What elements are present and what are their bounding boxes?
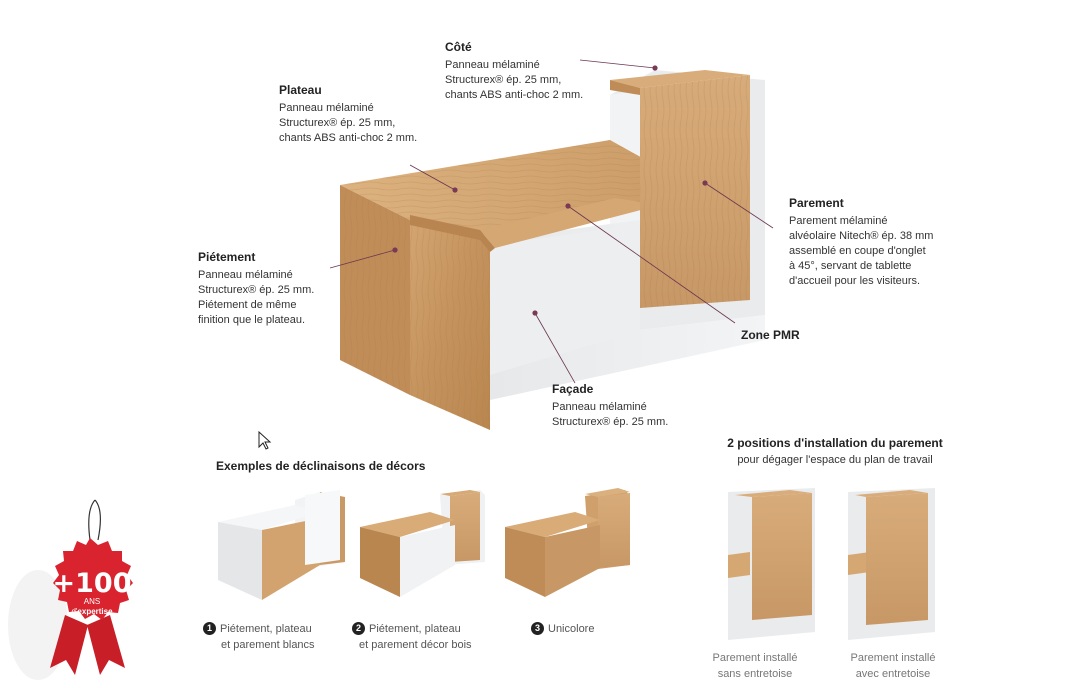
label-parement: Parement Parement mélaminé alvéolaire Ni… <box>789 196 933 289</box>
label-line: Panneau mélaminé <box>552 401 647 413</box>
caption-line: et parement blancs <box>221 639 315 651</box>
label-line: chants ABS anti-choc 2 mm. <box>279 132 418 144</box>
caption-line: et parement décor bois <box>359 639 472 651</box>
decor-caption-2: 2 Piétement, plateau et parement décor bo… <box>352 621 472 653</box>
badge-rosette <box>53 538 133 620</box>
positions-section-subtitle: pour dégager l'espace du plan de travail <box>737 454 933 466</box>
position-caption-2: Parement installé avec entretoise <box>838 650 948 682</box>
label-facade-body: Panneau mélaminé Structurex® ép. 25 mm. <box>552 400 668 430</box>
positions-section-title: 2 positions d'installation du parement <box>727 436 943 450</box>
label-plateau-body: Panneau mélaminé Structurex® ép. 25 mm, … <box>279 101 417 146</box>
label-line: Parement mélaminé <box>789 215 888 227</box>
label-line: Structurex® ép. 25 mm, <box>279 117 396 129</box>
main-desk-illustration <box>340 70 765 430</box>
position-without-spacer <box>728 488 815 640</box>
label-line: Structurex® ép. 25 mm. <box>552 416 669 428</box>
label-line: Panneau mélaminé <box>279 102 374 114</box>
decor-example-unicolor <box>505 488 630 597</box>
decor-example-white <box>218 490 345 600</box>
label-line: alvéolaire Nitech® ép. 38 mm <box>789 230 934 242</box>
label-cote: Côté Panneau mélaminé Structurex® ép. 25… <box>445 40 583 103</box>
label-line: chants ABS anti-choc 2 mm. <box>445 89 584 101</box>
decor-number-2: 2 <box>352 622 365 635</box>
caption-line: sans entretoise <box>717 668 793 680</box>
caption-line: Piétement, plateau <box>369 623 461 635</box>
label-parement-body: Parement mélaminé alvéolaire Nitech® ép.… <box>789 214 933 289</box>
caption-line: Parement installé <box>712 652 798 664</box>
label-line: Structurex® ép. 25 mm. <box>198 284 315 296</box>
label-plateau-title: Plateau <box>279 83 322 97</box>
caption-line: Unicolore <box>548 623 595 635</box>
label-line: Piétement de même <box>198 299 297 311</box>
label-line: assemblé en coupe d'onglet <box>789 245 926 257</box>
label-cote-body: Panneau mélaminé Structurex® ép. 25 mm, … <box>445 58 583 103</box>
label-line: finition que le plateau. <box>198 314 306 326</box>
label-line: Panneau mélaminé <box>198 269 293 281</box>
decor-caption-1: 1 Piétement, plateau et parement blancs <box>203 621 315 653</box>
decor-example-wood <box>360 490 485 597</box>
caption-line: Piétement, plateau <box>220 623 312 635</box>
leader-lines <box>329 59 774 384</box>
caption-line: Parement installé <box>850 652 936 664</box>
expertise-badge <box>8 499 133 680</box>
decor-number-3: 3 <box>531 622 544 635</box>
label-parement-title: Parement <box>789 196 844 210</box>
label-pietement-title: Piétement <box>198 250 256 264</box>
label-cote-title: Côté <box>445 40 472 54</box>
mouse-cursor-icon <box>258 431 272 450</box>
label-line: Panneau mélaminé <box>445 59 540 71</box>
label-facade-title: Façade <box>552 382 594 396</box>
positions-section-header: 2 positions d'installation du parement p… <box>720 436 950 466</box>
label-pietement-body: Panneau mélaminé Structurex® ép. 25 mm. … <box>198 268 314 328</box>
label-pietement: Piétement Panneau mélaminé Structurex® é… <box>198 250 314 328</box>
label-zone-pmr: Zone PMR <box>741 328 800 342</box>
position-caption-1: Parement installé sans entretoise <box>700 650 810 682</box>
label-line: à 45°, servant de tablette <box>789 260 912 272</box>
decor-number-1: 1 <box>203 622 216 635</box>
position-with-spacer <box>848 488 935 640</box>
decors-section-title: Exemples de déclinaisons de décors <box>216 459 426 473</box>
label-facade: Façade Panneau mélaminé Structurex® ép. … <box>552 382 668 430</box>
label-line: d'accueil pour les visiteurs. <box>789 275 921 287</box>
label-plateau: Plateau Panneau mélaminé Structurex® ép.… <box>279 83 417 146</box>
caption-line: avec entretoise <box>855 668 931 680</box>
decor-caption-3: 3 Unicolore <box>531 621 594 637</box>
label-line: Structurex® ép. 25 mm, <box>445 74 562 86</box>
